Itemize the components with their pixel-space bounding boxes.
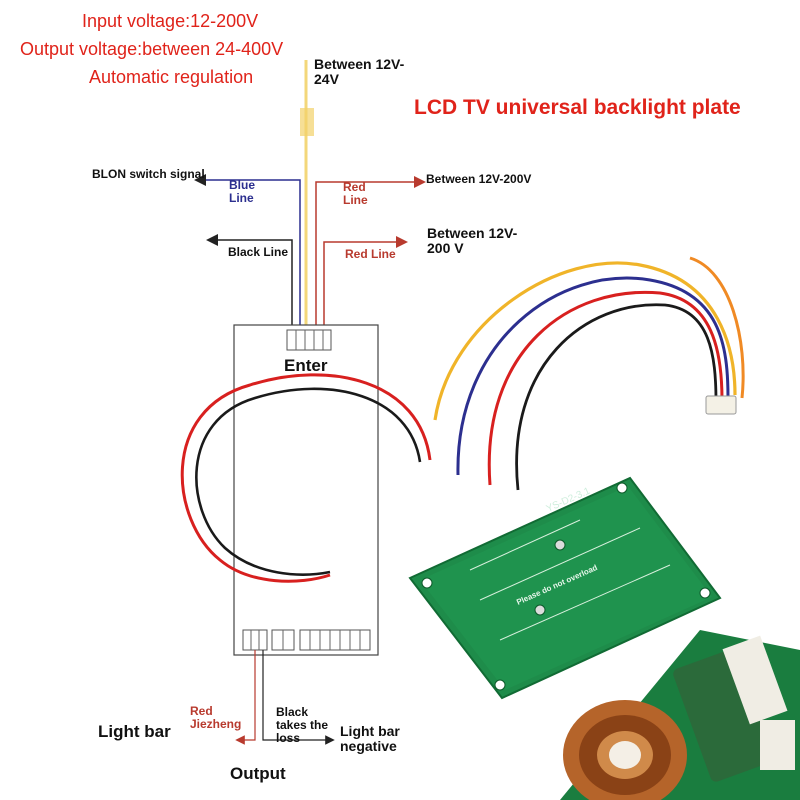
- black-line-wire: [206, 234, 293, 332]
- input-connector: [286, 329, 332, 351]
- red-output-wire: [180, 373, 432, 583]
- label-between-12v-200v-upper: Between 12V-200V: [426, 172, 532, 186]
- black-output-wire: [195, 387, 422, 576]
- label-between-12v-24v: Between 12V-24V: [314, 56, 405, 88]
- label-red-line-upper: Red Line: [343, 180, 368, 208]
- label-black-takes-loss: Black takes the loss: [276, 705, 329, 746]
- label-red-line-lower: Red Line: [345, 247, 396, 261]
- label-output: Output: [230, 764, 286, 783]
- output-connector-right: [299, 629, 371, 651]
- wire-marker-tag: [300, 108, 314, 136]
- blue-line-wire: [194, 174, 301, 332]
- label-between-12v-200v-lower: Between 12V-200 V: [427, 225, 518, 257]
- harness-blue-wire: [456, 276, 730, 476]
- label-blon-switch-signal: BLON switch signal: [92, 167, 205, 181]
- label-light-bar-negative: Light bar negative: [340, 723, 400, 755]
- harness-orange-wire: [689, 256, 745, 399]
- harness-plug: [705, 395, 737, 415]
- harness-black-wire: [515, 303, 718, 491]
- label-light-bar: Light bar: [98, 722, 171, 741]
- input-voltage-spec: Input voltage:12-200V: [82, 11, 259, 31]
- green-pcb: [408, 476, 722, 700]
- label-blue-line: Blue Line: [229, 178, 256, 206]
- output-voltage-spec: Output voltage:between 24-400V: [20, 39, 284, 59]
- harness-yellow-wire: [433, 261, 737, 421]
- harness-red-wire: [487, 290, 724, 486]
- output-red-lead: [235, 650, 256, 745]
- regulation-spec: Automatic regulation: [89, 67, 254, 87]
- component-closeup: [560, 630, 800, 800]
- page-title: LCD TV universal backlight plate: [414, 96, 741, 119]
- label-enter: Enter: [284, 356, 328, 375]
- red-line-wire-lower: [323, 236, 408, 332]
- red-line-wire-upper: [315, 176, 426, 332]
- output-connector-left: [242, 629, 268, 651]
- output-black-lead: [262, 650, 335, 745]
- label-black-line: Black Line: [228, 245, 289, 259]
- label-red-jiezheng: Red Jiezheng: [190, 704, 242, 732]
